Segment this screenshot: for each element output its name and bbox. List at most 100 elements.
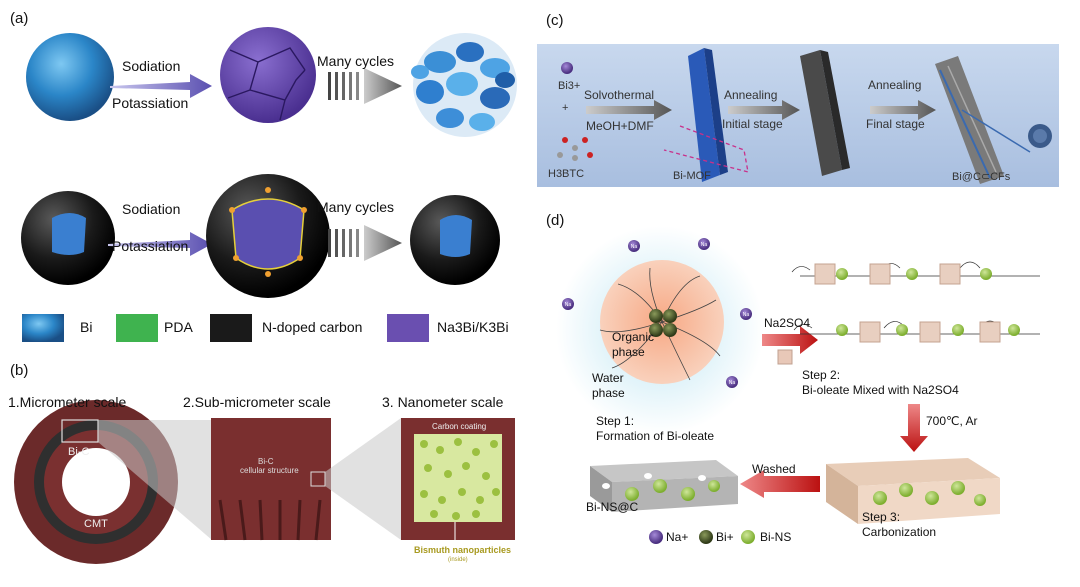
mof-dash bbox=[663, 125, 749, 173]
sodium-ions bbox=[562, 238, 752, 388]
sodium-ion-label: Na bbox=[701, 242, 708, 248]
bic-cfs-label: Bi@C⊂CFs bbox=[952, 171, 1011, 183]
washed-arrow bbox=[740, 470, 820, 498]
expanded-core-shell bbox=[206, 174, 330, 298]
cracked-sphere bbox=[220, 27, 316, 123]
submicro-columns bbox=[218, 499, 322, 541]
sodiation-arrow-2 bbox=[108, 232, 212, 256]
bi-ns-c-block bbox=[590, 460, 738, 512]
arrow-c1 bbox=[586, 100, 672, 120]
legend-label-carbon: N-doped carbon bbox=[262, 319, 363, 335]
sodium-ion-labels: Na Na Na Na Na bbox=[565, 242, 750, 386]
sodium-ion-label: Na bbox=[565, 302, 572, 308]
scale-1-label: 1.Micrometer scale bbox=[8, 394, 127, 410]
stable-core-shell bbox=[410, 195, 500, 285]
step2-title: Step 2: bbox=[802, 368, 841, 382]
bimof-label: Bi-MOF bbox=[673, 170, 711, 182]
step2-network bbox=[791, 261, 1040, 343]
legend-dot-bins bbox=[741, 530, 755, 544]
na2so4-arrow bbox=[762, 326, 818, 354]
cellular-label-2: cellular structure bbox=[240, 466, 299, 475]
bi3-ion bbox=[561, 62, 573, 74]
legend-label-na: Na+ bbox=[666, 530, 689, 544]
sodium-ion-label: Na bbox=[631, 244, 638, 250]
panel-c-label: (c) bbox=[546, 12, 564, 29]
legend-dot-na bbox=[649, 530, 663, 544]
carbonization-arrow bbox=[900, 404, 928, 452]
legend-label-bi-ion: Bi+ bbox=[716, 530, 734, 544]
legend-label-pda: PDA bbox=[164, 319, 193, 335]
zoom-wedge-2 bbox=[325, 418, 401, 540]
legend-swatch-na3bi bbox=[387, 314, 429, 342]
h3btc-molecule bbox=[557, 137, 593, 161]
panel-d-label: (d) bbox=[546, 212, 565, 229]
step1-desc: Formation of Bi-oleate bbox=[596, 429, 715, 443]
bismuth-np-label: Bismuth nanoparticles bbox=[414, 545, 512, 555]
bic-label: Bi-C bbox=[68, 446, 90, 458]
cmt-label: CMT bbox=[84, 518, 108, 530]
submicro-square bbox=[211, 418, 331, 540]
nanoparticle-dots bbox=[420, 438, 500, 520]
fiber-cross-section bbox=[1028, 124, 1052, 148]
temperature-label: 700℃, Ar bbox=[926, 414, 978, 428]
bi-core-cluster bbox=[649, 309, 677, 337]
water-label-1: Water bbox=[592, 371, 624, 385]
panel-a-label: (a) bbox=[10, 10, 29, 27]
na2so4-crystal bbox=[777, 349, 793, 365]
annealed-rod bbox=[800, 50, 842, 176]
step3-desc: Carbonization bbox=[862, 525, 937, 539]
step3-block bbox=[826, 458, 1000, 524]
cellular-label-1: Bi-C bbox=[258, 457, 274, 466]
legend-label-bins: Bi-NS bbox=[760, 530, 792, 544]
final-fiber bbox=[935, 56, 1031, 184]
annealed-rod-side bbox=[820, 50, 850, 170]
pulverized-particles bbox=[411, 33, 517, 137]
bi-ns-c-label: Bi-NS@C bbox=[586, 500, 639, 514]
na2so4-label: Na2SO4 bbox=[764, 316, 811, 330]
many-cycles-label: Many cycles bbox=[317, 53, 395, 69]
sodiation-label: Sodiation bbox=[122, 58, 181, 74]
arrow-c3 bbox=[870, 100, 936, 120]
organic-label-2: phase bbox=[612, 345, 645, 359]
h3btc-label: H3BTC bbox=[548, 168, 585, 180]
step3-title: Step 3: bbox=[862, 510, 901, 524]
sodium-ion-label: Na bbox=[743, 312, 750, 318]
step2-desc: Bi-oleate Mixed with Na2SO4 bbox=[802, 383, 959, 397]
water-label-2: phase bbox=[592, 386, 625, 400]
meoh-label: MeOH+DMF bbox=[586, 119, 654, 133]
many-cycles-label-2: Many cycles bbox=[317, 199, 395, 215]
legend-swatch-carbon bbox=[210, 314, 252, 342]
scale-3-label: 3. Nanometer scale bbox=[382, 394, 504, 410]
sodiation-label-2: Sodiation bbox=[122, 201, 181, 217]
legend-label-bi: Bi bbox=[80, 319, 93, 335]
bimof-rod bbox=[688, 48, 720, 182]
sodium-ion-label: Na bbox=[729, 380, 736, 386]
inside-label: (inside) bbox=[448, 557, 468, 563]
initial-stage-label: Initial stage bbox=[722, 117, 783, 131]
washed-label: Washed bbox=[752, 462, 796, 476]
step1-title: Step 1: bbox=[596, 414, 635, 428]
arrow-c2 bbox=[728, 100, 800, 120]
legend-dot-bi bbox=[699, 530, 713, 544]
plus-label: + bbox=[562, 102, 569, 114]
bi-sphere bbox=[26, 33, 114, 121]
organic-label-1: Organic bbox=[612, 330, 655, 344]
potassiation-label-2: Potassiation bbox=[112, 238, 189, 254]
cycles-arrow-2 bbox=[328, 225, 402, 261]
bimof-rod-side bbox=[704, 48, 728, 175]
cycles-arrow bbox=[328, 68, 402, 104]
carbon-coating-label: Carbon coating bbox=[432, 422, 487, 431]
legend-swatch-pda bbox=[116, 314, 158, 342]
sodiation-arrow bbox=[110, 74, 212, 98]
legend-swatch-bi bbox=[22, 314, 64, 342]
solvothermal-label: Solvothermal bbox=[584, 88, 655, 102]
final-stage-label: Final stage bbox=[866, 117, 925, 131]
annealing-label-2: Annealing bbox=[868, 78, 922, 92]
legend-label-na3bi: Na3Bi/K3Bi bbox=[437, 319, 509, 335]
panel-b-label: (b) bbox=[10, 362, 29, 379]
core-shell-sphere bbox=[21, 191, 115, 285]
annealing-label-1: Annealing bbox=[724, 88, 778, 102]
zoom-wedge-1 bbox=[98, 420, 212, 540]
scale-2-label: 2.Sub-micrometer scale bbox=[183, 394, 331, 410]
